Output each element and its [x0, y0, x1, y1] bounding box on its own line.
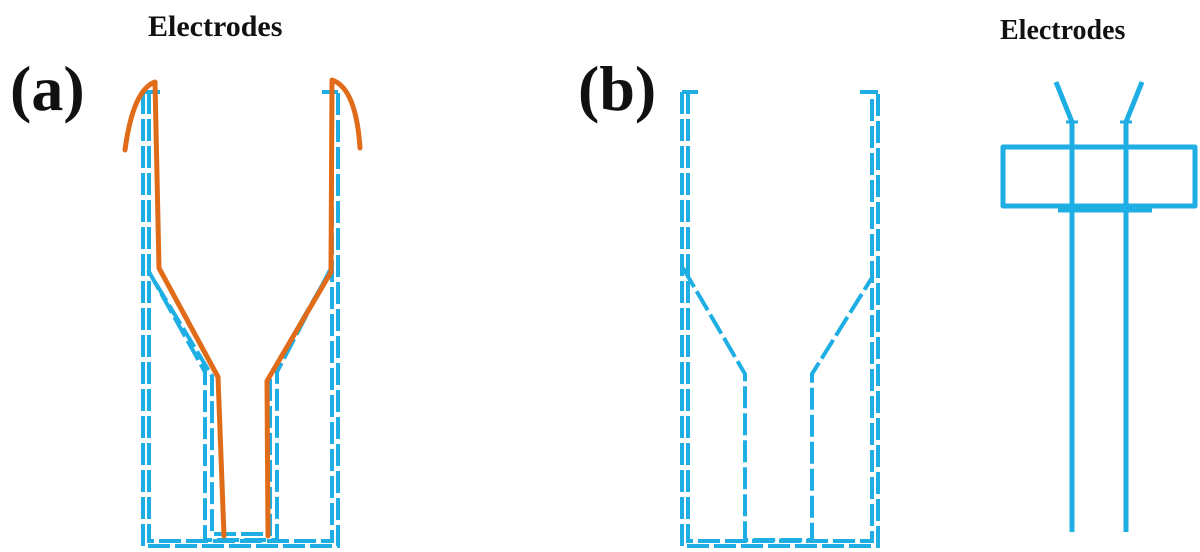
electrode-holder	[1000, 81, 1198, 532]
electrodes-label-left: Electrodes	[148, 10, 283, 43]
panel-b-cuvette-inner-channel	[681, 266, 875, 542]
panel-b-cuvette	[680, 90, 880, 548]
panel-a-cuvette	[141, 90, 340, 548]
right-electrode	[264, 77, 363, 539]
panel-b-cuvette-outer-wall	[680, 92, 880, 548]
panel-b-cuvette-outer-wall-inner-line	[686, 92, 874, 543]
panel-a-cuvette-inner-channel-inner-line	[153, 280, 326, 536]
electrodes-label-right: Electrodes	[1000, 15, 1126, 46]
panel-a-label: (a)	[10, 53, 85, 124]
panel-a-cuvette-inner-channel	[146, 269, 332, 542]
panel-a-cuvette-outer-wall-inner-line	[147, 92, 334, 543]
left-electrode	[122, 79, 227, 539]
panel-a-electrodes	[122, 77, 363, 539]
holder-cap	[1000, 144, 1198, 209]
panel-a-cuvette-outer-wall	[141, 92, 340, 548]
panel-b-label: (b)	[578, 53, 657, 124]
